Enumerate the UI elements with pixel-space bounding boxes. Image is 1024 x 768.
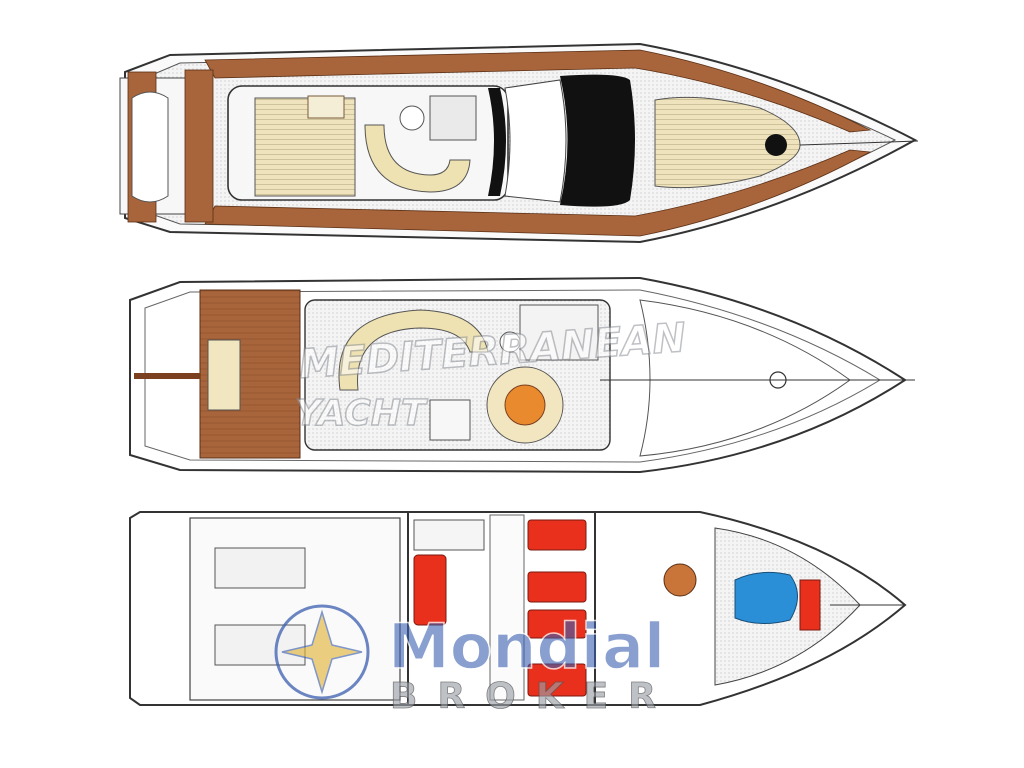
top-anchor-hatch [765, 134, 787, 156]
top-sunpad-cushion [307, 95, 345, 119]
mid-dinette-table [504, 384, 546, 426]
watermark-mondial-broker: Mondial BROKER [274, 604, 676, 717]
watermark-mediterranean-line2: YACHT [295, 393, 428, 434]
top-centerline [799, 140, 919, 146]
low-engine-port [214, 547, 306, 589]
low-vip-locker [799, 579, 821, 631]
middle-view-main-deck [129, 276, 915, 474]
mid-cockpit-sofa [207, 339, 241, 411]
watermark-mondial-name: Mondial [388, 610, 665, 683]
mid-bow-deck [639, 299, 851, 457]
low-guest-bed-2 [527, 571, 587, 603]
top-hardtop-surface [504, 79, 567, 203]
mid-saloon-sofa [338, 309, 489, 391]
top-stern-teak-2 [184, 69, 214, 223]
low-master-bed [413, 554, 447, 626]
top-view-flybridge [119, 42, 919, 244]
low-vip-bed [734, 571, 798, 624]
mid-galley [519, 304, 599, 361]
top-teak-side-deck-lower [204, 149, 872, 237]
top-hardtop-glass [560, 74, 635, 207]
low-engine-stbd [214, 624, 306, 666]
mid-anchor-windlass [769, 371, 787, 389]
top-tender [131, 91, 169, 203]
top-flybridge-seating [364, 124, 471, 193]
top-teak-side-deck [204, 49, 872, 133]
low-engine-room [189, 517, 401, 701]
low-master-bath [413, 519, 485, 551]
top-flybridge-table [399, 105, 425, 131]
top-helm-console [429, 95, 477, 141]
watermark-mondial-sub: BROKER [390, 676, 676, 717]
low-guest-bed-3 [527, 609, 587, 639]
top-foredeck-sunpad [654, 96, 801, 189]
mondial-logo-ring [274, 604, 370, 700]
low-corridor [489, 514, 525, 701]
mondial-compass-icon [281, 609, 363, 695]
low-guest-bed-4 [527, 663, 587, 697]
mid-helm-seat [499, 331, 521, 353]
top-windscreen [488, 88, 506, 196]
low-stair-spiral [663, 563, 697, 597]
mid-stairs [429, 399, 471, 441]
low-guest-bed-1 [527, 519, 587, 551]
